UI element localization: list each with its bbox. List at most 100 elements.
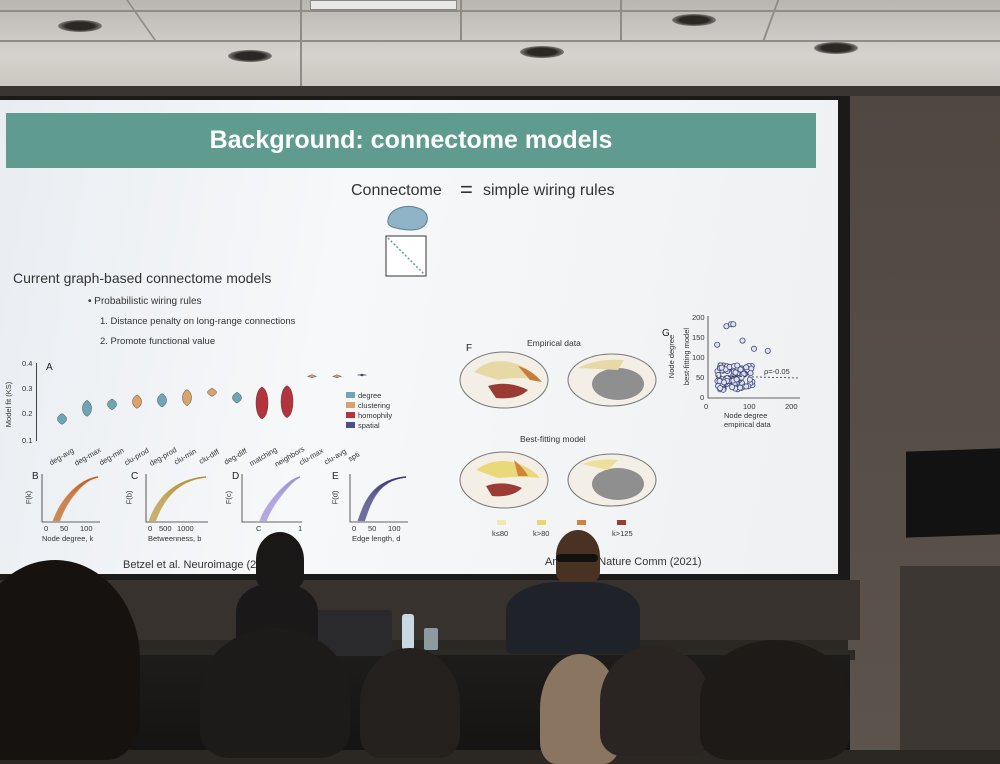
- panel-g-ylabel: best-fitting model: [682, 327, 692, 386]
- audience-head: [360, 648, 460, 758]
- panel-a-xtick: clu-diff: [197, 447, 221, 466]
- panel-b-letter: B: [32, 471, 39, 482]
- violin-clu-avg: [332, 374, 342, 379]
- panel-g-ytick: 0: [700, 393, 705, 402]
- ceiling-light: [520, 46, 564, 58]
- scatter-point: [732, 369, 739, 376]
- ceiling-light: [58, 20, 102, 32]
- rule-item: 2. Promote functional value: [100, 336, 216, 347]
- panel-g-xlabel: empirical data: [724, 420, 771, 429]
- ceiling-seam: [0, 10, 1000, 12]
- presenter-body: [506, 582, 640, 654]
- panel-a-xtick: deg-max: [72, 445, 103, 468]
- panel-g-xlabel: Node degree: [724, 411, 768, 420]
- panel-e-letter: E: [332, 471, 339, 482]
- panel-a-xtick: deg-min: [97, 445, 126, 468]
- legend-swatch: [537, 520, 546, 525]
- scatter-point: [714, 341, 721, 348]
- scatter-point: [734, 362, 741, 369]
- panel-b-cdf: [41, 474, 100, 523]
- panel-a-xtick: deg-avg: [47, 445, 76, 468]
- equals-sign: =: [460, 177, 473, 202]
- violin-spti: [357, 373, 367, 377]
- panel-g-ytick: 150: [692, 333, 705, 342]
- panel-b-ylabel: F(k): [24, 490, 34, 505]
- violin-deg-avg: [57, 413, 67, 425]
- ceiling-seam: [0, 40, 1000, 42]
- panel-e-xtick: 0: [352, 524, 357, 533]
- brain-model: [459, 451, 657, 509]
- panel-c-xtick: 500: [159, 524, 172, 533]
- panel-a-yaxis: [36, 363, 37, 441]
- legend-swatch: [577, 520, 586, 525]
- legend-label: homophily: [358, 410, 393, 420]
- panel-g-rho: ρ=-0.05: [764, 367, 790, 376]
- ceiling-light: [228, 50, 272, 62]
- side-monitor: [906, 448, 1000, 538]
- panel-a-xtick: clu-prod: [122, 445, 151, 468]
- scatter-point: [743, 364, 750, 371]
- scatter-axis: [707, 316, 800, 399]
- panel-b-xtick: 0: [44, 524, 49, 533]
- slide-title: Background: connectome models: [209, 126, 613, 154]
- panel-f-legend-label: k>80: [533, 529, 550, 538]
- ceiling-seam: [762, 0, 780, 40]
- ceiling-light: [672, 14, 716, 26]
- panel-g-ytick: 100: [692, 353, 705, 362]
- scatter-point: [721, 379, 728, 386]
- slide-title-bar: Background: connectome models: [6, 113, 816, 168]
- violin-matching: [255, 386, 269, 420]
- scatter-point: [715, 372, 722, 379]
- ceiling-light: [814, 42, 858, 54]
- panel-a-ytick: 0.1: [22, 436, 33, 445]
- cdf-axis: [349, 474, 408, 523]
- panel-a-xtick: matching: [247, 444, 279, 469]
- wiring-rules-label: simple wiring rules: [483, 182, 615, 199]
- panel-g-scatter: [707, 316, 800, 399]
- panel-g-ytick: 50: [696, 373, 705, 382]
- panel-f-bottom-label: Best-fitting model: [520, 434, 586, 444]
- connectome-label: Connectome: [351, 182, 442, 199]
- legend-label: clustering: [358, 400, 391, 410]
- podium: [900, 566, 1000, 750]
- panel-e-xtick: 100: [388, 524, 401, 533]
- brain-empirical: [459, 351, 657, 409]
- ceiling-seam: [125, 0, 157, 40]
- panel-g-ylabel: Node degree: [667, 334, 677, 379]
- ceiling-seam: [620, 0, 622, 40]
- cdf-curve: [265, 476, 301, 522]
- audience-head: [600, 646, 710, 756]
- cdf-curve: [56, 476, 99, 522]
- scatter-point: [729, 384, 736, 391]
- scatter-point: [747, 370, 754, 377]
- moderator-head: [256, 532, 304, 588]
- audience-head: [700, 640, 850, 760]
- legend-swatch: [497, 520, 506, 525]
- scatter-point: [737, 384, 744, 391]
- panel-g-xtick: 100: [743, 402, 756, 411]
- scatter-point: [751, 345, 758, 352]
- panel-b-xtick: 50: [60, 524, 69, 533]
- ceiling: [0, 0, 1000, 92]
- scatter-point: [717, 385, 724, 392]
- legend-swatch: [346, 402, 355, 408]
- panel-c-cdf: [145, 474, 208, 523]
- panel-a-xtick: spti: [346, 449, 362, 464]
- panel-a-ytick: 0.2: [22, 409, 33, 418]
- panel-f-letter: F: [466, 343, 473, 354]
- ceiling-seam: [300, 0, 302, 86]
- legend-label: degree: [358, 390, 382, 400]
- rule-item: 1. Distance penalty on long-range connec…: [100, 316, 296, 327]
- panel-c-xtick: 0: [148, 524, 153, 533]
- ceiling-vent: [310, 0, 457, 10]
- violin-clu-max: [307, 374, 317, 379]
- cdf-curve: [58, 476, 99, 522]
- scatter-point: [764, 347, 771, 354]
- models-heading: Current graph-based connectome models: [13, 270, 272, 286]
- bullet-text: Probabilistic wiring rules: [94, 296, 202, 307]
- panel-a-xtick: deg-diff: [222, 446, 249, 467]
- violin-neighbors: [280, 385, 294, 418]
- violin-clu-min: [182, 389, 192, 406]
- scatter-point: [718, 364, 725, 371]
- panel-d-ylabel: F(c): [224, 490, 234, 505]
